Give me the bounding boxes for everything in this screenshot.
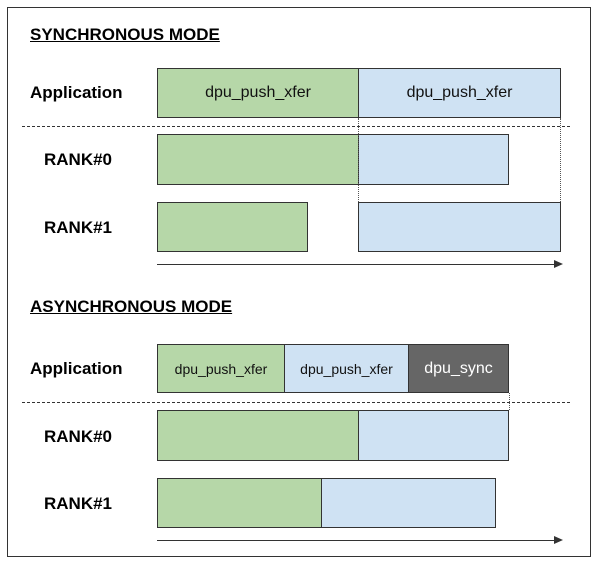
async-mode-title: ASYNCHRONOUS MODE xyxy=(30,297,233,316)
sync-time-axis xyxy=(157,264,555,265)
async-app-push-xfer-2: dpu_push_xfer xyxy=(284,344,409,393)
sync-app-push-xfer-1-label: dpu_push_xfer xyxy=(205,84,311,101)
async-app-push-xfer-1-label: dpu_push_xfer xyxy=(174,360,268,377)
async-app-sync-label: dpu_sync xyxy=(424,359,493,377)
sync-rank1-label: RANK#1 xyxy=(44,218,113,237)
async-app-sync: dpu_sync xyxy=(408,344,509,393)
sync-guide-line-1 xyxy=(358,118,359,202)
sync-time-arrowhead xyxy=(554,260,563,268)
async-time-axis xyxy=(157,540,555,541)
sync-guide-line-2 xyxy=(560,118,561,202)
async-app-push-xfer-1: dpu_push_xfer xyxy=(157,344,285,393)
async-separator xyxy=(22,402,570,403)
sync-separator xyxy=(22,126,570,127)
sync-rank0-transfer-1 xyxy=(157,134,359,185)
sync-rank0-label: RANK#0 xyxy=(44,150,113,169)
sync-app-push-xfer-2-label: dpu_push_xfer xyxy=(406,84,513,101)
sync-rank0-transfer-2 xyxy=(358,134,509,185)
async-rank1-transfer-1 xyxy=(157,478,322,528)
async-application-label: Application xyxy=(30,359,123,378)
sync-application-label: Application xyxy=(30,83,123,102)
async-app-push-xfer-2-label: dpu_push_xfer xyxy=(300,360,393,377)
async-time-arrowhead xyxy=(554,536,563,544)
sync-rank1-transfer-1 xyxy=(157,202,308,252)
async-rank0-transfer-2 xyxy=(358,410,509,461)
async-rank1-transfer-2 xyxy=(321,478,496,528)
async-rank0-label: RANK#0 xyxy=(44,427,113,446)
async-rank0-transfer-1 xyxy=(157,410,359,461)
async-rank1-label: RANK#1 xyxy=(44,494,113,513)
sync-app-push-xfer-1: dpu_push_xfer xyxy=(157,68,359,118)
sync-app-push-xfer-2: dpu_push_xfer xyxy=(358,68,561,118)
diagram-frame xyxy=(7,7,591,557)
sync-mode-title: SYNCHRONOUS MODE xyxy=(30,25,220,44)
sync-rank1-transfer-2 xyxy=(358,202,561,252)
async-guide-line xyxy=(509,393,510,410)
